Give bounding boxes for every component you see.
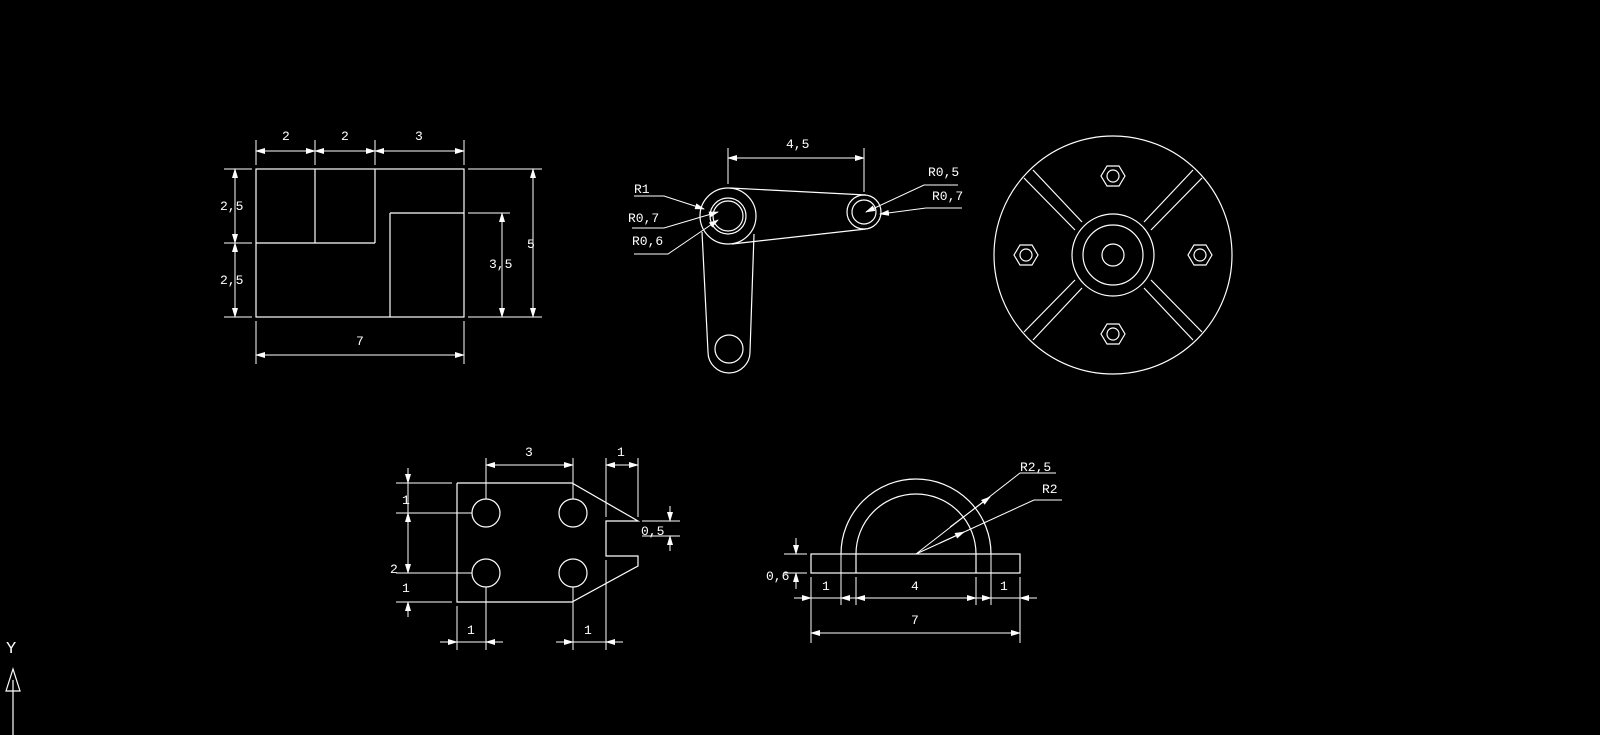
drawing-stepped-block[interactable]: 2 2 3 2,5 2,5 3,5 5 7: [220, 129, 542, 364]
lever-right-leaders: R0,5 R0,7: [865, 165, 963, 216]
dim-label: 7: [356, 334, 364, 349]
lever-top-dimension: 4,5: [727, 137, 865, 192]
dim-label: 1: [1000, 579, 1008, 594]
arch-left-dimension: 0,6: [766, 538, 807, 589]
dim-label: 7: [911, 613, 919, 628]
dim-label: R0,5: [928, 165, 959, 180]
block-bottom-dimension: 7: [255, 321, 465, 364]
drawing-flange[interactable]: [993, 135, 1233, 375]
block-left-dimensions: 2,5 2,5: [220, 168, 252, 318]
dim-label: 2,5: [220, 273, 243, 288]
flange-outline: [993, 135, 1233, 375]
dim-label: R2,5: [1020, 460, 1051, 475]
plate-right-dimension: 0,5: [641, 506, 680, 551]
dim-label: 1: [402, 493, 410, 508]
dim-label: 3,5: [489, 257, 512, 272]
plate-bottom-dimensions: 1 1: [440, 560, 623, 650]
plate-top-dimensions: 3 1: [485, 445, 639, 517]
dim-label: 2: [282, 129, 290, 144]
ucs-icon: Y: [5, 640, 21, 735]
dim-label: 2,5: [220, 199, 243, 214]
dim-label: R0,7: [628, 211, 659, 226]
drawing-arch-bracket[interactable]: R2,5 R2 0,6 1 4 1: [766, 460, 1062, 643]
arch-outline: [810, 478, 1021, 574]
ucs-y-label: Y: [6, 640, 16, 659]
dim-label: 1: [467, 623, 475, 638]
block-right-dimensions: 3,5 5: [468, 168, 542, 318]
dim-label: 0,5: [641, 524, 664, 539]
dim-label: R1: [634, 182, 650, 197]
flange-bolt-holes: [1013, 165, 1213, 345]
dim-label: 1: [822, 579, 830, 594]
dim-label: 4: [911, 579, 919, 594]
drawing-plate[interactable]: 3 1 1 2 1 0,5: [390, 445, 680, 650]
block-top-dimensions: 2 2 3: [255, 129, 465, 165]
dim-label: 1: [584, 623, 592, 638]
lever-outline: [699, 187, 882, 374]
dim-label: 2: [390, 562, 398, 577]
dim-label: 1: [617, 445, 625, 460]
dim-label: 3: [525, 445, 533, 460]
arch-bottom-dimensions: 1 4 1 7: [794, 554, 1037, 643]
dim-label: 2: [341, 129, 349, 144]
arch-radius-leaders: R2,5 R2: [915, 460, 1062, 555]
dim-label: 0,6: [766, 569, 789, 584]
dim-label: 5: [527, 237, 535, 252]
block-outline: [255, 168, 465, 318]
plate-left-dimensions: 1 2 1: [390, 468, 472, 617]
plate-outline: [456, 482, 641, 603]
dim-label: R0,7: [932, 189, 963, 204]
dim-label: 4,5: [786, 137, 809, 152]
lever-left-leaders: R1 R0,7 R0,6: [628, 182, 719, 255]
drawing-lever[interactable]: 4,5 R1 R0,7 R0,6 R0,5 R0,7: [628, 137, 963, 374]
dim-label: 1: [402, 581, 410, 596]
dim-label: 3: [415, 129, 423, 144]
dim-label: R2: [1042, 482, 1058, 497]
dim-label: R0,6: [632, 234, 663, 249]
